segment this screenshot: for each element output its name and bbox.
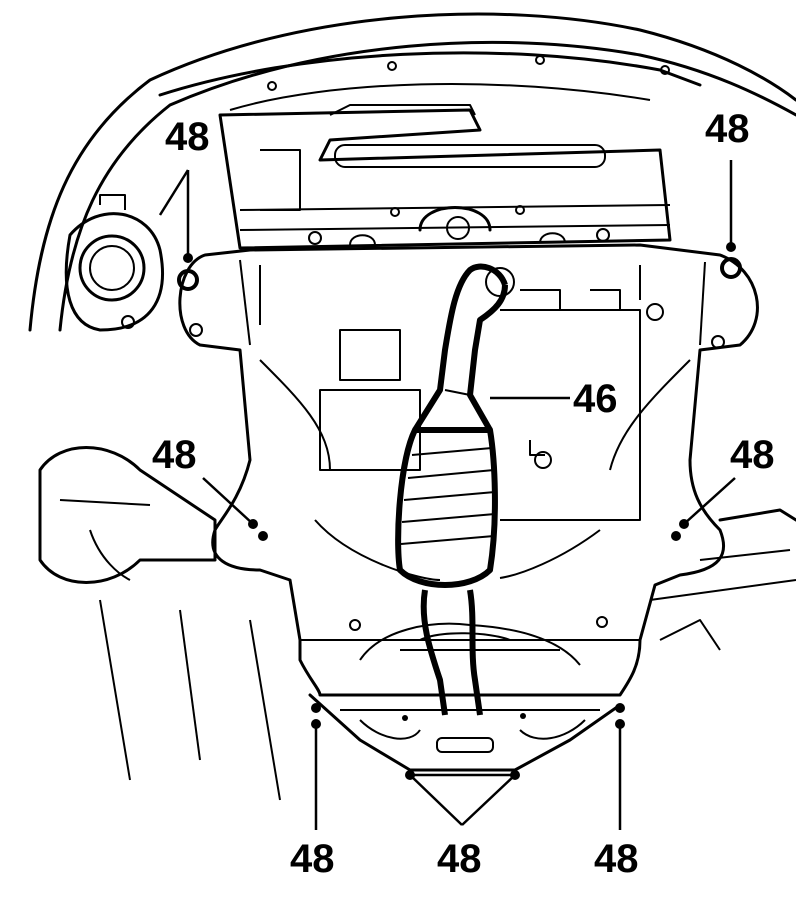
bolt-top-right xyxy=(720,257,742,279)
bumper-holes xyxy=(267,55,670,91)
label-bolt-mid-left: 48 xyxy=(152,433,197,477)
leader-lines xyxy=(158,160,736,830)
label-bolt-top-left: 48 xyxy=(165,115,210,159)
right-control-arm xyxy=(649,508,796,651)
label-bolt-mid-right: 48 xyxy=(730,433,775,477)
label-exhaust-pipe: 46 xyxy=(573,377,618,421)
left-strut xyxy=(64,194,164,332)
subframe xyxy=(178,243,759,697)
label-bolt-bottom-left: 48 xyxy=(290,837,335,881)
left-control-arm xyxy=(38,446,281,801)
body-outline xyxy=(28,12,796,332)
bolt-top-left xyxy=(177,269,199,291)
label-bolt-bottom-center: 48 xyxy=(437,837,482,881)
label-bolt-bottom-right: 48 xyxy=(594,837,639,881)
lower-crossbrace xyxy=(308,622,622,772)
callout-labels: 48 48 48 48 46 48 48 48 xyxy=(152,107,775,881)
exhaust-pipe xyxy=(395,263,515,716)
radiator-assembly xyxy=(218,104,672,250)
bolt-bottom-right xyxy=(615,703,625,713)
label-bolt-top-right: 48 xyxy=(705,107,750,151)
bolt-bottom-left xyxy=(311,703,321,713)
engine-block xyxy=(259,265,641,581)
